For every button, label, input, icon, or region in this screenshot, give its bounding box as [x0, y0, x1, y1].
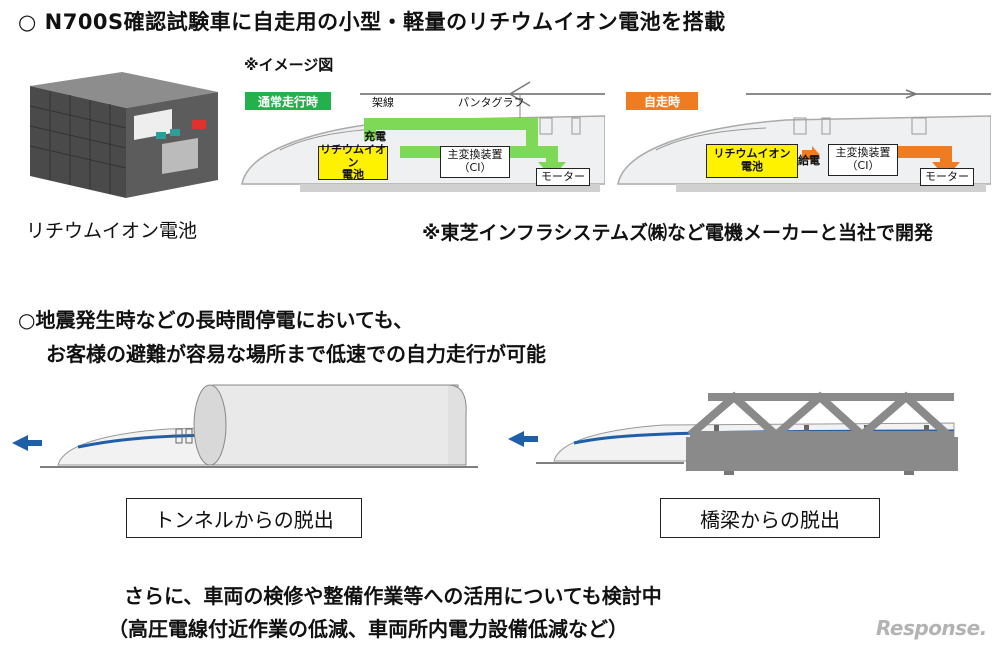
self-motor-box: モーター: [920, 168, 974, 186]
watermark-logo: Response.: [876, 616, 987, 640]
statement-line2: お客様の避難が容易な場所まで低速での自力走行が可能: [46, 342, 546, 366]
page-title: ○ N700S確認試験車に自走用の小型・軽量のリチウムイオン電池を搭載: [18, 10, 726, 34]
self-motor-text: モーター: [925, 169, 969, 183]
tunnel-scene: [12, 384, 478, 468]
footer-line1: さらに、車両の検修や整備作業等への活用についても検討中: [124, 584, 662, 608]
statement-line1: ○地震発生時などの長時間停電においても、: [18, 308, 414, 332]
battery-label: リチウムイオン電池: [26, 220, 198, 242]
normal-battery-line2: 電池: [342, 168, 364, 182]
supply-label: 給電: [798, 154, 820, 167]
self-mode-tag-text: 自走時: [643, 94, 680, 109]
normal-battery-box: リチウムイオン電池: [318, 143, 388, 182]
tunnel-label-box: トンネルからの脱出: [126, 498, 362, 538]
development-note: ※東芝インフラシステムズ㈱など電機メーカーと当社で開発: [422, 222, 933, 244]
self-battery-line1: リチウムイオン: [713, 147, 791, 161]
battery-illustration: [29, 72, 218, 198]
pantograph-label: パンタグラフ: [458, 96, 525, 109]
bridge-label: 橋梁からの脱出: [700, 507, 840, 532]
overhead-line-label: 架線: [372, 96, 394, 109]
self-converter-line1: 主変換装置: [835, 146, 891, 160]
left-arrow-icon: [508, 431, 524, 447]
normal-motor-text: モーター: [541, 169, 585, 183]
bridge-scene: [508, 391, 958, 475]
left-arrow-icon: [12, 435, 28, 451]
self-converter-line2: （CI）: [846, 159, 880, 172]
normal-mode-tag-text: 通常走行時: [257, 94, 318, 109]
bridge-label-box: 橋梁からの脱出: [660, 498, 880, 538]
normal-mode-tag: 通常走行時: [245, 92, 331, 110]
charge-label: 充電: [364, 130, 386, 143]
normal-converter-line2: （CI）: [458, 161, 492, 174]
normal-motor-box: モーター: [536, 168, 590, 186]
normal-converter-box: 主変換装置（CI）: [440, 146, 510, 178]
footer-line2: （高圧電線付近作業の低減、車両所内電力設備低減など）: [108, 617, 628, 641]
self-battery-box: リチウムイオン電池: [706, 144, 798, 178]
self-battery-line2: 電池: [741, 160, 763, 173]
self-mode-tag: 自走時: [626, 92, 698, 110]
self-converter-box: 主変換装置（CI）: [828, 144, 898, 176]
normal-converter-line1: 主変換装置: [447, 148, 503, 162]
tunnel-label: トンネルからの脱出: [154, 507, 334, 532]
image-note: ※イメージ図: [244, 56, 334, 74]
normal-battery-line1: リチウムイオン: [320, 143, 386, 169]
